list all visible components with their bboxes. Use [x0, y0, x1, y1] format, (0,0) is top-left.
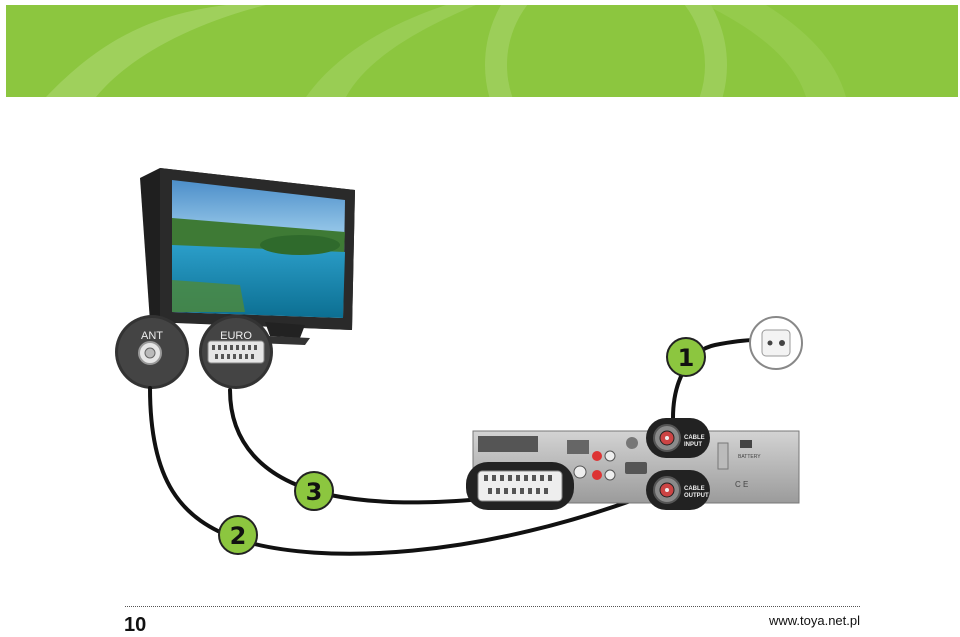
step-badge-2: [218, 515, 258, 555]
step-badge-3: [294, 471, 334, 511]
step-number-1: 1: [678, 344, 695, 372]
step-badge-1: [666, 337, 706, 377]
header-banner: [6, 5, 958, 97]
cable-output-zoom: [646, 470, 710, 510]
cable-output-label-1: CABLE: [684, 486, 705, 492]
svg-text:C E: C E: [735, 480, 748, 489]
step-number-3: 3: [306, 478, 323, 506]
cable-output-label-2: OUTPUT: [684, 493, 709, 499]
page-number: 10: [124, 614, 147, 636]
cable-3: [228, 388, 472, 505]
website-link[interactable]: www.toya.net.pl: [768, 613, 860, 628]
euro-connector: [199, 315, 273, 389]
cable-input-label-1: CABLE: [684, 435, 705, 441]
cable-input-zoom: [646, 418, 710, 458]
tv: [140, 168, 355, 345]
svg-text:BATTERY: BATTERY: [738, 454, 761, 460]
wall-outlet: [749, 316, 803, 370]
scart-zoom: [466, 462, 574, 510]
euro-label: EURO: [220, 330, 252, 342]
footer-rule: [125, 606, 860, 607]
step-number-2: 2: [230, 522, 247, 550]
ant-connector: [115, 315, 189, 389]
cable-2: [148, 386, 662, 556]
ant-label: ANT: [141, 330, 163, 342]
cable-1: [671, 338, 758, 420]
cable-input-label-2: INPUT: [684, 442, 702, 448]
